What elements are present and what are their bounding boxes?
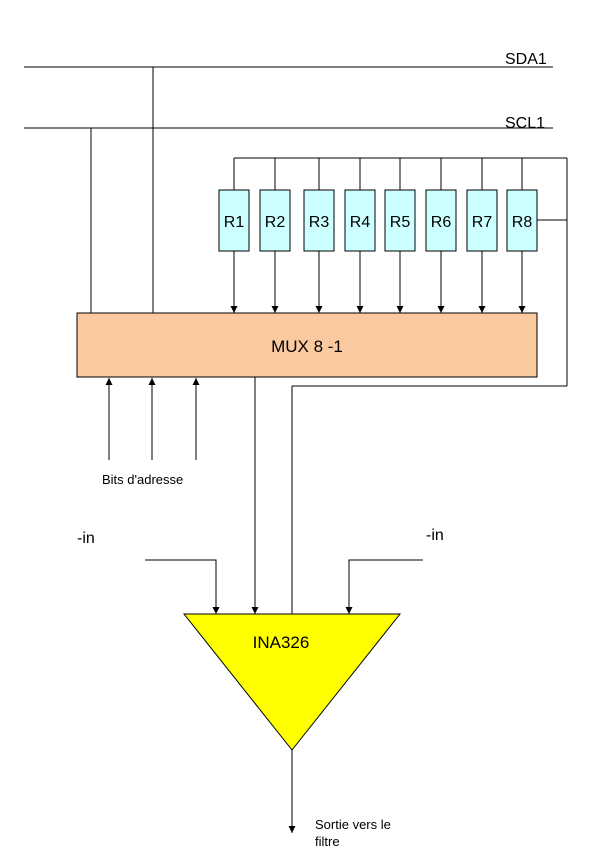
right-input-wire <box>345 559 423 614</box>
left-input-wire <box>145 559 220 614</box>
output-label-line2: filtre <box>315 834 340 849</box>
resistor-r6-label: R6 <box>431 214 452 231</box>
resistor-r5-label: R5 <box>390 214 411 231</box>
resistor-r1-box <box>218 189 250 252</box>
resistor-r5-box <box>384 189 416 252</box>
resistor-r3-box <box>303 189 335 252</box>
mux-label: MUX 8 -1 <box>271 337 343 356</box>
scl-label: SCL1 <box>505 115 545 132</box>
resistor-r8-box <box>506 189 538 252</box>
resistor-r8-label: R8 <box>512 214 533 231</box>
resistor-r4-box <box>344 189 376 252</box>
left-input-label: -in <box>77 530 95 547</box>
ina326-amplifier-triangle <box>182 613 402 751</box>
resistor-r7-label: R7 <box>472 214 493 231</box>
sda-label: SDA1 <box>505 51 547 68</box>
resistor-r1-label: R1 <box>224 214 245 231</box>
mux-block <box>76 312 538 378</box>
resistor-r4-label: R4 <box>350 214 371 231</box>
amplifier-label: INA326 <box>253 633 310 652</box>
output-label-line1: Sortie vers le <box>315 817 391 832</box>
resistor-r3-label: R3 <box>309 214 330 231</box>
resistor-r2-box <box>259 189 291 252</box>
resistor-array: R1 R2 R3 R4 R5 R6 R7 R8 <box>218 158 538 313</box>
resistor-r2-label: R2 <box>265 214 286 231</box>
right-input-label: -in <box>426 527 444 544</box>
address-bits-label: Bits d'adresse <box>102 472 183 487</box>
